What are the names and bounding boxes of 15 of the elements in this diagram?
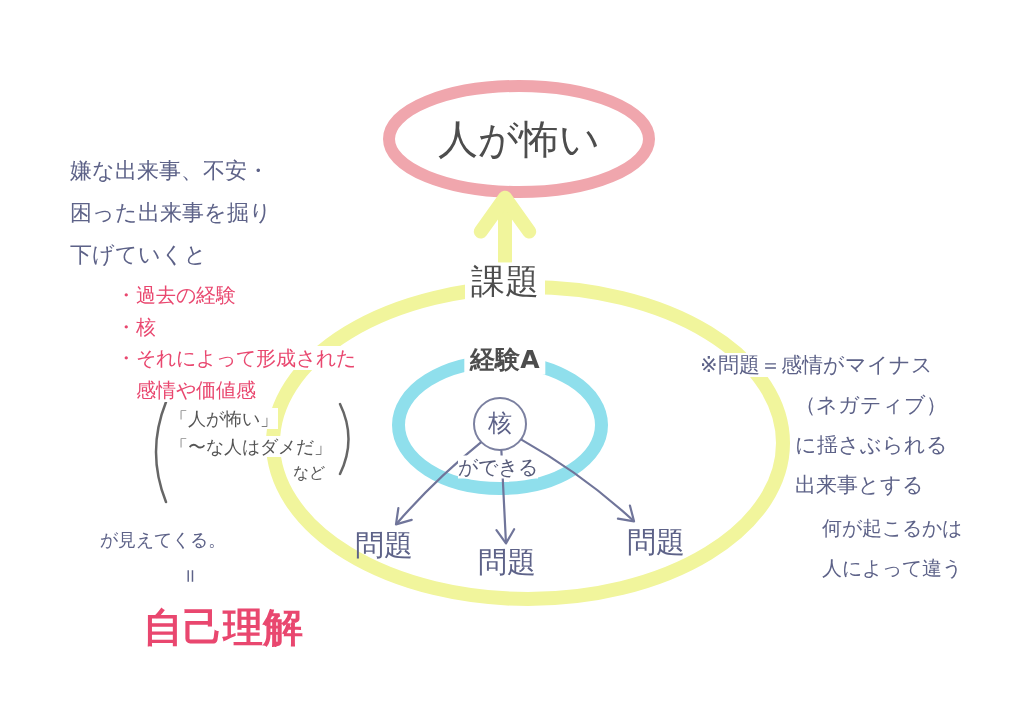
node-label: 問題 (627, 526, 685, 560)
circle-node (473, 397, 527, 451)
ring-heading: 経験A (464, 345, 546, 375)
ellipse-node (383, 80, 655, 198)
ring-node (392, 344, 608, 495)
node-label: 問題 (478, 546, 536, 580)
node-caption: ができる (458, 455, 538, 479)
note-text: 何が起こるかは人によって違う (822, 515, 963, 582)
arrow (394, 441, 482, 526)
ring-heading: 課題 (465, 262, 545, 302)
node-label: 核 (488, 410, 512, 438)
arrow (495, 449, 516, 545)
node-label: 問題 (355, 529, 413, 563)
node-label: 人が怖い (438, 116, 600, 162)
arrow (520, 438, 636, 523)
